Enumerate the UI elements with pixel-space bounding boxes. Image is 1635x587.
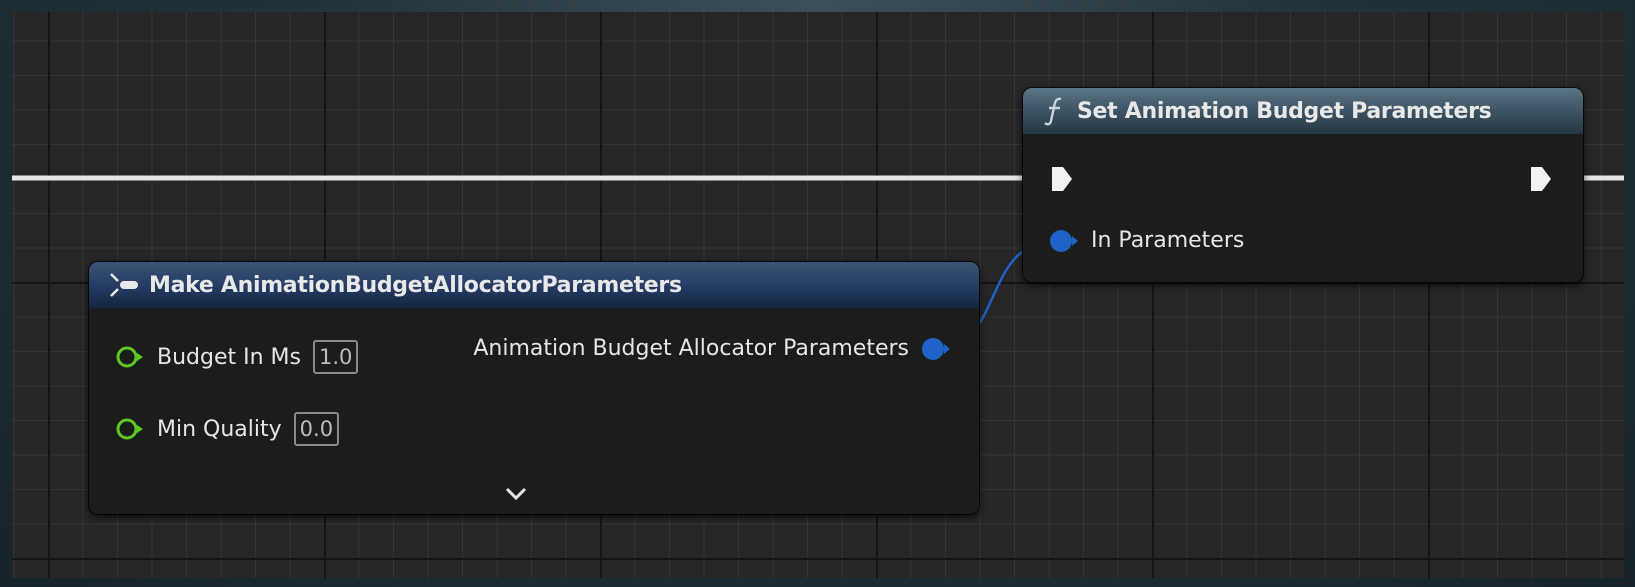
node-header[interactable]: Set Animation Budget Parameters (1023, 88, 1583, 134)
in-parameters-row: In Parameters (1049, 228, 1244, 253)
node-title: Make AnimationBudgetAllocatorParameters (149, 272, 682, 298)
exec-in-pin[interactable] (1049, 164, 1075, 194)
output-row: Animation Budget Allocator Parameters (473, 336, 951, 361)
min-quality-field[interactable]: 0.0 (293, 412, 340, 446)
function-icon (1043, 96, 1069, 126)
make-animation-budget-allocator-parameters-node[interactable]: Make AnimationBudgetAllocatorParameters … (89, 262, 979, 514)
float-input-pin[interactable] (115, 416, 145, 442)
budget-in-ms-label: Budget In Ms (157, 344, 301, 370)
in-parameters-label: In Parameters (1091, 228, 1245, 253)
min-quality-label: Min Quality (157, 416, 282, 442)
min-quality-row: Min Quality 0.0 (115, 412, 340, 446)
exec-out-pin[interactable] (1528, 164, 1554, 194)
expand-button[interactable] (501, 482, 531, 506)
make-struct-icon (109, 271, 141, 299)
set-animation-budget-parameters-node[interactable]: Set Animation Budget Parameters In Param… (1023, 88, 1583, 282)
node-title: Set Animation Budget Parameters (1077, 98, 1492, 124)
budget-in-ms-field[interactable]: 1.0 (313, 340, 359, 374)
node-header[interactable]: Make AnimationBudgetAllocatorParameters (89, 262, 979, 308)
struct-output-pin[interactable] (921, 337, 951, 361)
chevron-down-icon (505, 487, 527, 501)
budget-in-ms-row: Budget In Ms 1.0 (115, 340, 359, 374)
struct-input-pin[interactable] (1049, 229, 1079, 253)
float-input-pin[interactable] (115, 344, 145, 370)
output-label: Animation Budget Allocator Parameters (473, 336, 909, 361)
